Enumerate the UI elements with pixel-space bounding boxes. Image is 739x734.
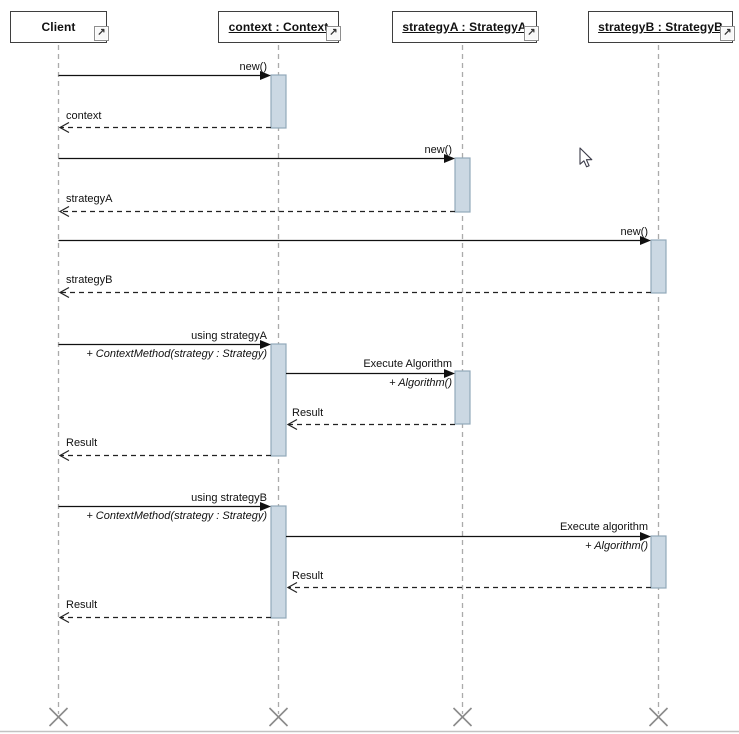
message-label: new()	[620, 226, 648, 238]
activation-context-1[interactable]	[270, 74, 287, 129]
open-link-icon[interactable]: ↗	[720, 26, 735, 41]
message-label: strategyB	[66, 274, 113, 286]
message-signature: + Algorithm()	[389, 377, 452, 389]
message-signature: + Algorithm()	[585, 540, 648, 552]
open-link-icon[interactable]: ↗	[326, 26, 341, 41]
destroy-cross-client	[48, 707, 69, 727]
activation-context-3[interactable]	[270, 505, 287, 619]
message-return-strategyA[interactable]	[58, 205, 455, 218]
message-signature: + ContextMethod(strategy : Strategy)	[86, 510, 267, 522]
message-return-context[interactable]	[58, 121, 271, 134]
open-link-icon[interactable]: ↗	[94, 26, 109, 41]
lifeline-name: strategyA : StrategyA	[402, 20, 527, 34]
message-label: Result	[66, 599, 98, 611]
destroy-cross-strategyB	[648, 707, 669, 727]
message-return-result-to-client-2[interactable]	[58, 611, 271, 624]
message-label: using strategyB	[191, 492, 267, 504]
lifeline-name: Client	[41, 20, 76, 34]
message-label: Execute Algorithm	[363, 358, 452, 370]
message-return-result-B-to-context[interactable]	[286, 581, 651, 594]
message-label: new()	[239, 61, 267, 73]
lifeline-name: strategyB : StrategyB	[598, 20, 723, 34]
lifeline-name: context : Context	[228, 20, 329, 34]
message-label: Execute algorithm	[559, 521, 648, 533]
message-return-strategyB[interactable]	[58, 286, 651, 299]
activation-strategyB-1[interactable]	[650, 239, 667, 294]
message-call-new-context[interactable]	[58, 71, 272, 80]
destroy-cross-strategyA	[452, 707, 473, 727]
activation-strategyA-1[interactable]	[454, 157, 471, 213]
open-link-icon[interactable]: ↗	[524, 26, 539, 41]
message-label: context	[66, 110, 102, 122]
message-call-new-strategyA[interactable]	[58, 154, 456, 163]
message-call-execute-algorithm-A[interactable]	[286, 369, 455, 378]
activation-context-2[interactable]	[270, 343, 287, 457]
message-label: new()	[424, 144, 452, 156]
message-return-result-A-to-context[interactable]	[286, 418, 455, 431]
lifeline-head-client[interactable]: Client ↗	[10, 11, 109, 43]
message-return-result-to-client-1[interactable]	[58, 449, 271, 462]
message-signature: + ContextMethod(strategy : Strategy)	[86, 348, 267, 360]
activation-strategyA-2[interactable]	[454, 370, 471, 425]
activation-strategyB-2[interactable]	[650, 535, 667, 589]
lifeline-head-context[interactable]: context : Context ↗	[218, 11, 341, 43]
lifeline-head-strategyA[interactable]: strategyA : StrategyA ↗	[392, 11, 539, 43]
message-call-using-strategyA[interactable]	[58, 340, 272, 349]
message-label: Result	[292, 570, 324, 582]
message-label: Result	[66, 437, 98, 449]
message-call-new-strategyB[interactable]	[58, 236, 652, 245]
destroy-cross-context	[268, 707, 289, 727]
mouse-cursor	[579, 147, 593, 168]
message-label: using strategyA	[191, 330, 267, 342]
lifeline-head-strategyB[interactable]: strategyB : StrategyB ↗	[588, 11, 735, 43]
message-call-using-strategyB[interactable]	[58, 502, 272, 511]
message-label: Result	[292, 407, 324, 419]
message-call-execute-algorithm-B[interactable]	[286, 532, 651, 541]
message-label: strategyA	[66, 193, 113, 205]
